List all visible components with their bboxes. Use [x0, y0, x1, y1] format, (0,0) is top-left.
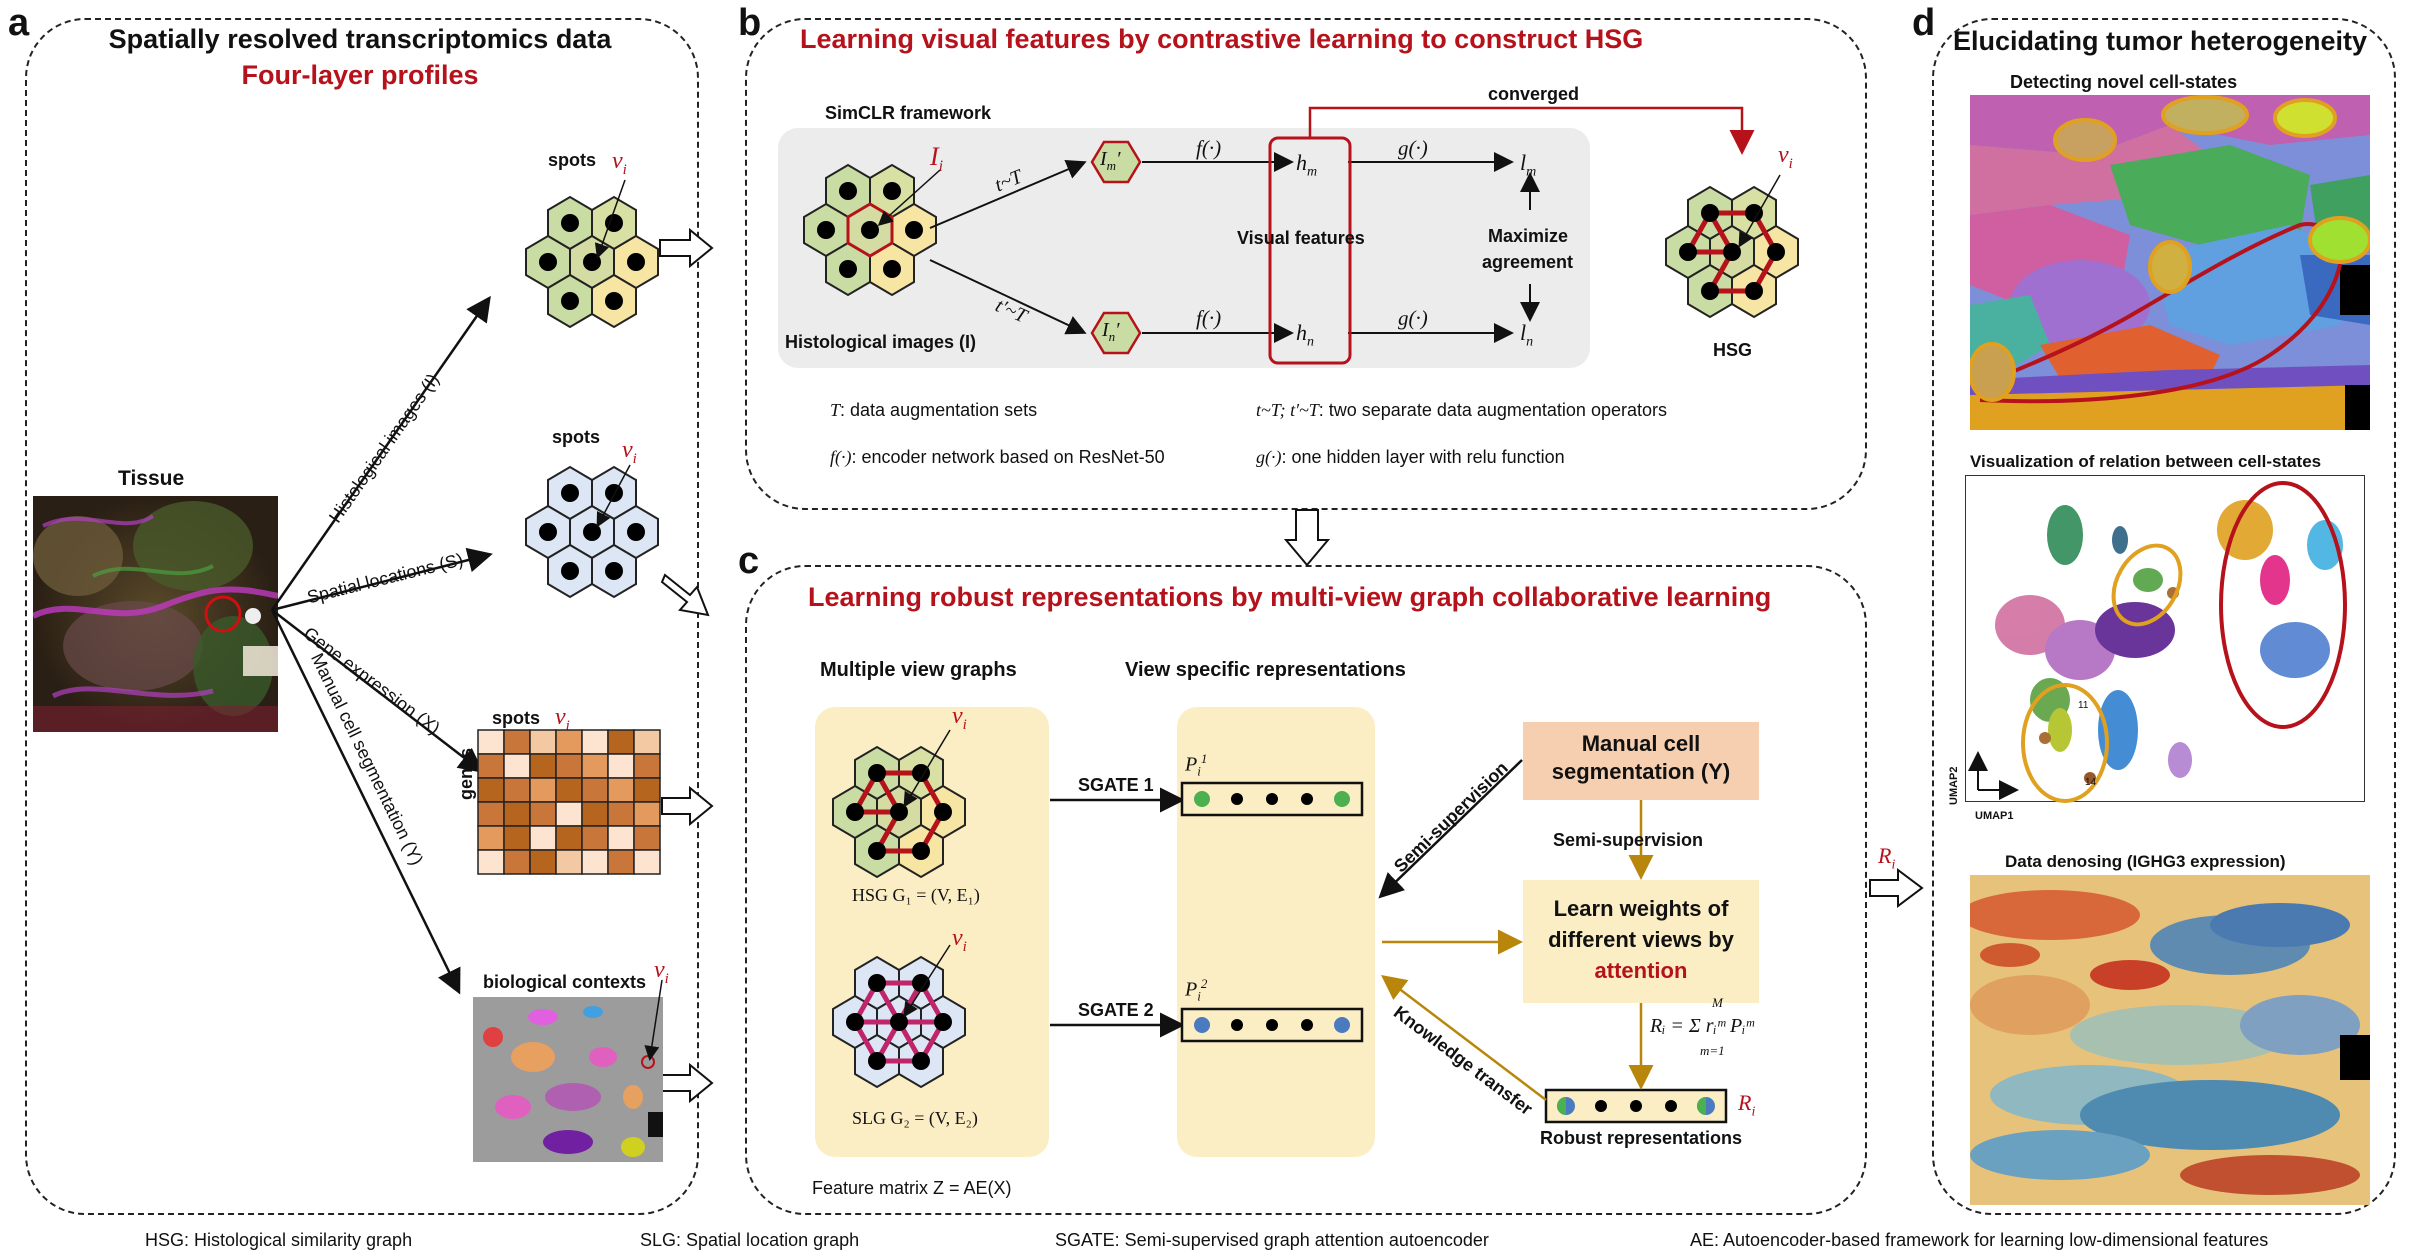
g-top-label: g(·) — [1398, 136, 1428, 160]
hn-label: hn — [1296, 320, 1314, 350]
f-description: f(·): encoder network based on ResNet-50 — [830, 447, 1165, 467]
panel-d-letter: d — [1912, 2, 1936, 44]
attention-box — [1523, 880, 1759, 1003]
feature-matrix-label: Feature matrix Z = AE(X) — [812, 1178, 1012, 1198]
panel-b-letter: b — [738, 2, 762, 44]
vi-label-3: vi — [555, 704, 570, 734]
relation-label: Visualization of relation between cell-s… — [1970, 452, 2322, 471]
spots-label-1: spots — [548, 150, 597, 170]
p2-label: Pi2 — [1185, 976, 1208, 1004]
agreement-label: agreement — [1482, 252, 1574, 272]
footer-sgate: SGATE: Semi-supervised graph attention a… — [1055, 1230, 1489, 1250]
visual-features-label: Visual features — [1237, 228, 1365, 248]
panel-a-letter: a — [8, 2, 30, 44]
tissue-label: Tissue — [118, 467, 185, 490]
ln-label: ln — [1520, 320, 1534, 350]
f-top-label: f(·) — [1196, 136, 1222, 160]
sgate1-label: SGATE 1 — [1078, 775, 1154, 795]
slg-equation: SLG G₂ = (V, E₂) — [852, 1108, 978, 1128]
T-description: T: data augmentation sets — [830, 400, 1038, 420]
sum-lower: m=1 — [1700, 1043, 1725, 1058]
hm-label: hm — [1296, 150, 1318, 180]
Ri-equation: Rᵢ = Σ rᵢᵐ Pᵢᵐ — [1650, 1015, 1754, 1037]
panel-d-frame — [1932, 18, 2396, 1215]
manual-seg-box — [1523, 722, 1759, 800]
slg-graph-vi: vi — [952, 925, 967, 955]
novel-states-label: Detecting novel cell-states — [2010, 72, 2238, 92]
panel-d-title: Elucidating tumor heterogeneity — [1952, 26, 2368, 56]
panel-d-Ri: Ri — [1878, 843, 1896, 873]
Im-label: Im′ — [1100, 148, 1121, 173]
sum-upper: M — [1712, 995, 1723, 1010]
tissue-image — [33, 496, 278, 732]
panel-a-subtitle: Four-layer profiles — [241, 60, 479, 90]
Ii-label: Ii — [930, 142, 944, 176]
robust-representations-label: Robust representations — [1540, 1128, 1743, 1148]
histological-images-label: Histological images (I) — [785, 332, 977, 352]
panel-a-frame — [25, 18, 699, 1215]
panel-c-letter: c — [738, 540, 760, 582]
f-bot-label: f(·) — [1196, 306, 1222, 330]
simclr-label: SimCLR framework — [825, 103, 992, 123]
panel-c-frame — [745, 565, 1867, 1215]
vi-label-4: vi — [654, 957, 669, 987]
panel-b-title: Learning visual features by contrastive … — [800, 24, 1644, 54]
hsg-label: HSG — [1713, 340, 1753, 360]
umap1-label: UMAP1 — [1975, 810, 2014, 822]
view-specific-label: View specific representations — [1125, 659, 1406, 681]
denoise-label: Data denosing (IGHG3 expression) — [2005, 852, 2286, 871]
footer-slg: SLG: Spatial location graph — [640, 1230, 860, 1250]
hsg-equation: HSG G₁ = (V, E₁) — [852, 885, 980, 905]
converged-label: converged — [1488, 84, 1580, 104]
vi-label-1: vi — [612, 148, 627, 178]
semi-supervision-label-1: Semi-supervision — [1553, 830, 1704, 850]
spots-label-3: spots — [492, 708, 541, 728]
tt-description: t~T; t′~T: two separate data augmentatio… — [1256, 400, 1667, 420]
umap-cluster-11: 11 — [2078, 700, 2089, 711]
g-description: g(·): one hidden layer with relu functio… — [1256, 447, 1565, 467]
hsg-vi-label: vi — [1778, 142, 1793, 172]
robust-Ri-label: Ri — [1738, 1090, 1756, 1120]
maximize-label: Maximize — [1488, 226, 1569, 246]
In-label: In′ — [1102, 319, 1120, 344]
panel-a-title: Spatially resolved transcriptomics data — [108, 24, 612, 54]
bio-contexts-image — [473, 997, 663, 1162]
p1-label: Pi1 — [1185, 751, 1208, 779]
bio-contexts-label: biological contexts — [483, 972, 647, 992]
panel-c-title: Learning robust representations by multi… — [808, 582, 1772, 612]
vi-label-2: vi — [622, 437, 637, 467]
footer-hsg: HSG: Histological similarity graph — [145, 1230, 413, 1250]
spots-label-2: spots — [552, 427, 601, 447]
hsg-graph-vi: vi — [952, 703, 967, 733]
g-bot-label: g(·) — [1398, 306, 1428, 330]
footer-ae: AE: Autoencoder-based framework for lear… — [1690, 1230, 2269, 1250]
denoise-map — [1970, 875, 2370, 1205]
umap2-label: UMAP2 — [1948, 766, 1960, 805]
sgate2-label: SGATE 2 — [1078, 1000, 1154, 1020]
lm-label: lm — [1520, 150, 1537, 180]
umap-cluster-14: 14 — [2085, 777, 2097, 788]
multi-view-label: Multiple view graphs — [820, 659, 1017, 681]
novel-states-map — [1970, 95, 2370, 430]
